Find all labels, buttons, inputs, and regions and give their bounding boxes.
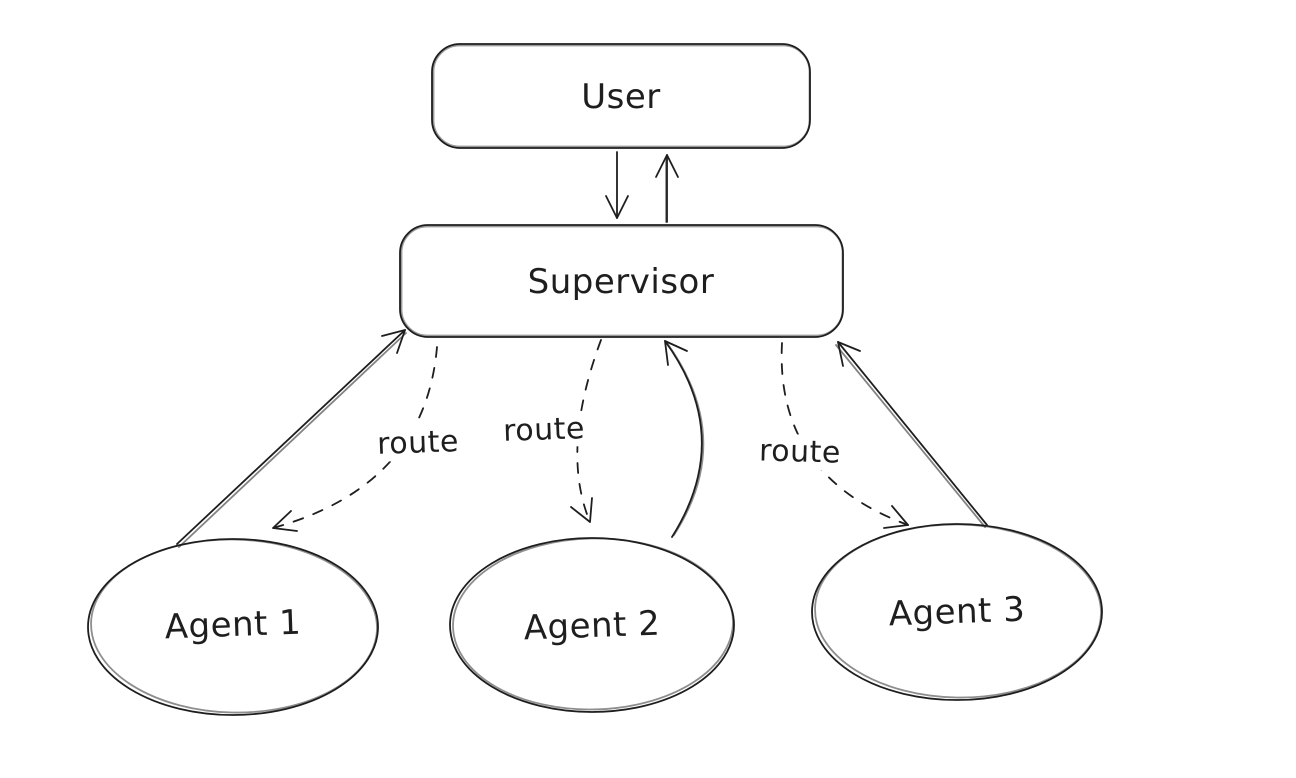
node-agent3-label: Agent 3 xyxy=(888,589,1026,635)
edge-route-label-3: route xyxy=(754,433,846,471)
edge-user-to-supervisor-arrow xyxy=(605,151,629,219)
edge-route-label-2: route xyxy=(498,410,590,450)
edge-agent3-to-supervisor-arrow xyxy=(835,341,988,528)
edge-supervisor-to-agent2-dashed-arrow xyxy=(570,339,602,523)
node-user-shape xyxy=(431,43,811,149)
node-agent2-label: Agent 2 xyxy=(523,603,661,649)
edge-supervisor-to-agent3-dashed-arrow xyxy=(780,342,909,529)
node-agent3-shape xyxy=(811,523,1103,701)
node-user-label: User xyxy=(581,77,661,117)
edge-route-label-1: route xyxy=(372,423,464,463)
edge-supervisor-to-user-arrow xyxy=(655,154,679,223)
edge-agent1-to-supervisor-arrow xyxy=(176,329,407,548)
node-supervisor-shape xyxy=(399,224,844,338)
edge-agent2-to-supervisor-arrow xyxy=(664,340,705,538)
node-agent1-label: Agent 1 xyxy=(164,602,302,648)
node-agent1-shape xyxy=(87,538,379,716)
node-agent2-shape xyxy=(449,537,735,713)
node-supervisor-label: Supervisor xyxy=(527,262,715,302)
edge-supervisor-to-agent1-dashed-arrow xyxy=(272,346,438,532)
